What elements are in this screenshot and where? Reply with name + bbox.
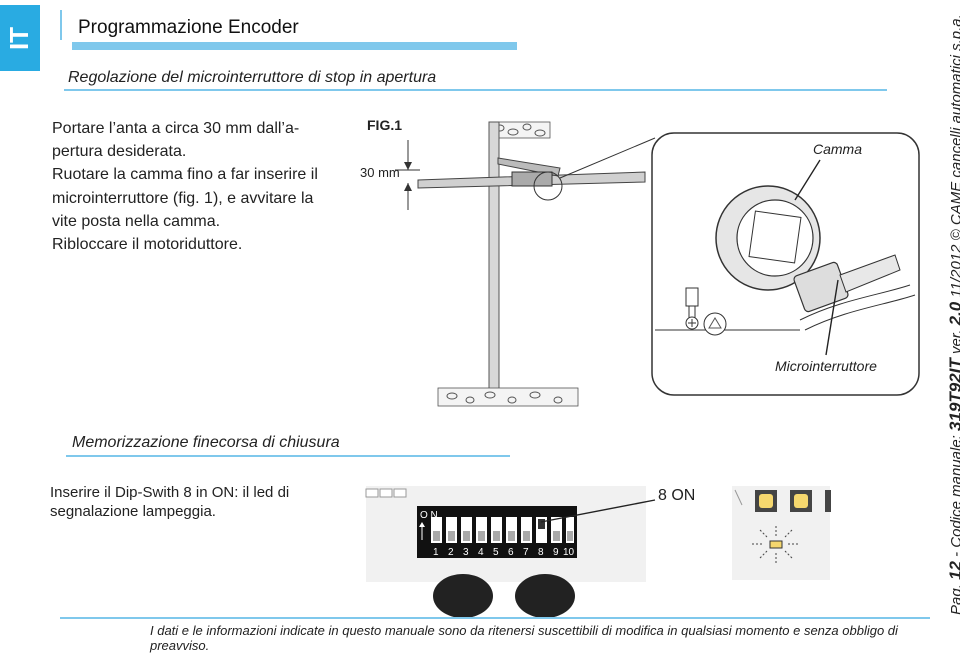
manual-prefix: - Codice manuale:	[948, 435, 960, 557]
cam-leader	[794, 159, 821, 201]
dip-on-label: O N	[420, 510, 438, 521]
version: 2.0	[946, 301, 960, 326]
figure-label: FIG.1	[367, 117, 402, 133]
microswitch-leader	[825, 279, 839, 356]
dimension-arrow-up-icon	[404, 183, 412, 191]
section1-line: microinterruttore (fig. 1), e avvitare l…	[52, 189, 314, 207]
section2-heading: Memorizzazione finecorsa di chiusura	[72, 434, 340, 451]
section1-line: pertura desiderata.	[52, 143, 187, 161]
manual-code: 319T92IT	[946, 358, 960, 431]
motor-unit	[511, 171, 553, 187]
dip-switches	[431, 517, 574, 543]
detail-leader	[559, 137, 656, 179]
dimension-arrow-icon	[404, 162, 412, 170]
version-prefix: ver.	[948, 329, 960, 355]
dip-callout: 8 ON	[658, 487, 696, 504]
language-tab: IT	[0, 5, 40, 71]
screw-icon	[685, 287, 699, 330]
recycle-icon	[703, 312, 727, 336]
dimension-label: 30 mm	[360, 165, 400, 180]
section1-line: Ruotare la camma fino a far inserire il	[52, 166, 318, 184]
footer-rule	[60, 617, 930, 619]
blinking-led-icon	[752, 526, 800, 563]
dip-number: 10	[563, 547, 575, 558]
section2-line: Inserire il Dip-Swith 8 in ON: il led di	[50, 484, 290, 501]
section1-line: Portare l’anta a circa 30 mm dall’a-	[52, 120, 300, 137]
cam-shaft	[748, 210, 802, 264]
cam-label: Camma	[813, 141, 862, 157]
dip-number: 4	[478, 547, 484, 558]
section1-rule	[64, 89, 887, 91]
section2-rule	[66, 455, 510, 457]
dip-number: 3	[463, 547, 469, 558]
page-title: Programmazione Encoder	[78, 17, 299, 38]
section2-text: Inserire il Dip-Swith 8 in ON: il led di…	[50, 483, 330, 521]
led-panel	[732, 486, 831, 580]
section1-heading: Regolazione del microinterruttore di sto…	[68, 69, 437, 86]
dip-number: 2	[448, 547, 454, 558]
dip-number: 8	[538, 547, 544, 558]
page-number: 12	[946, 561, 960, 580]
title-tick	[60, 10, 62, 40]
sidebar-text: Pag. 12 - Codice manuale: 319T92IT ver. …	[946, 14, 960, 615]
detail-circle	[533, 171, 563, 201]
dip-number: 1	[433, 547, 439, 558]
ground-hatch	[437, 387, 579, 407]
figure-1-drawing: FIG.1 30 mm Camma	[360, 117, 920, 618]
microswitch-label: Microinterruttore	[775, 358, 877, 374]
footer-disclaimer: I dati e le informazioni indicate in que…	[150, 623, 898, 653]
dip-number: 6	[508, 547, 514, 558]
title-rule	[72, 42, 517, 50]
date-copyright: 11/2012 © CAME cancelli automatici s.p.a…	[948, 14, 960, 298]
dip-number: 9	[553, 547, 559, 558]
section2-line: segnalazione lampeggia.	[50, 503, 216, 520]
sidebar: Pag. 12 - Codice manuale: 319T92IT ver. …	[932, 14, 960, 615]
section1-text: Portare l’anta a circa 30 mm dall’a- per…	[52, 117, 352, 256]
dip-on-arrow-icon	[419, 522, 425, 527]
dip-number: 5	[493, 547, 499, 558]
page-prefix: Pag.	[948, 584, 960, 615]
dip-number: 7	[523, 547, 529, 558]
section1-line: Ribloccare il motoriduttore.	[52, 236, 243, 254]
section1-line: vite posta nella camma.	[52, 212, 221, 230]
dip-leader	[540, 499, 656, 523]
